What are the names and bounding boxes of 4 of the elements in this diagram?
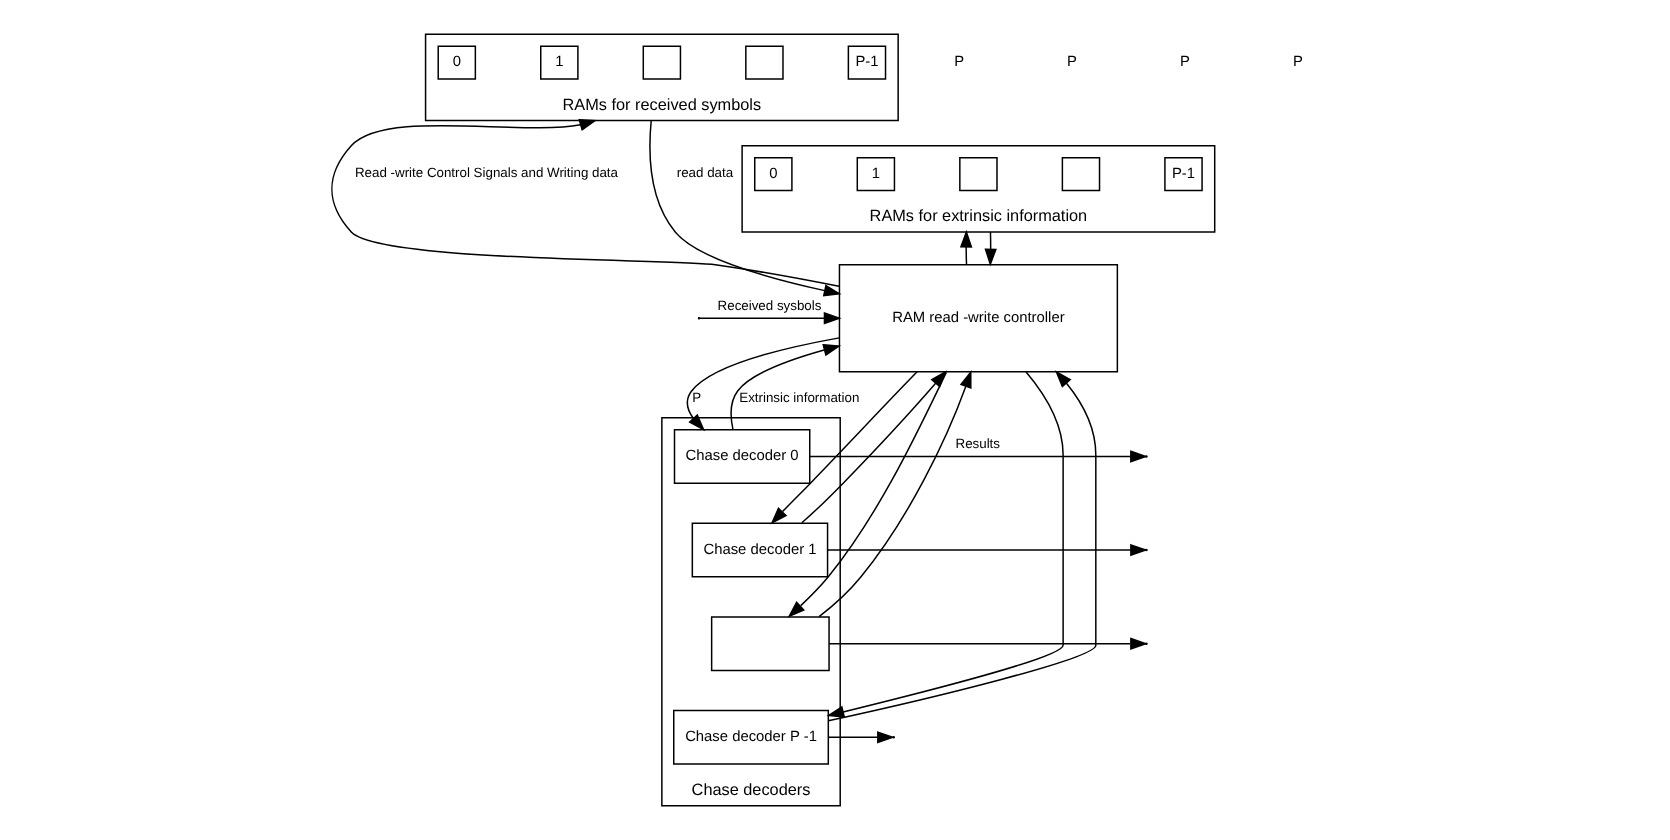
label: P [1292, 52, 1303, 71]
label: P [1180, 52, 1190, 71]
label: P [1067, 52, 1077, 71]
label: P [954, 52, 965, 71]
